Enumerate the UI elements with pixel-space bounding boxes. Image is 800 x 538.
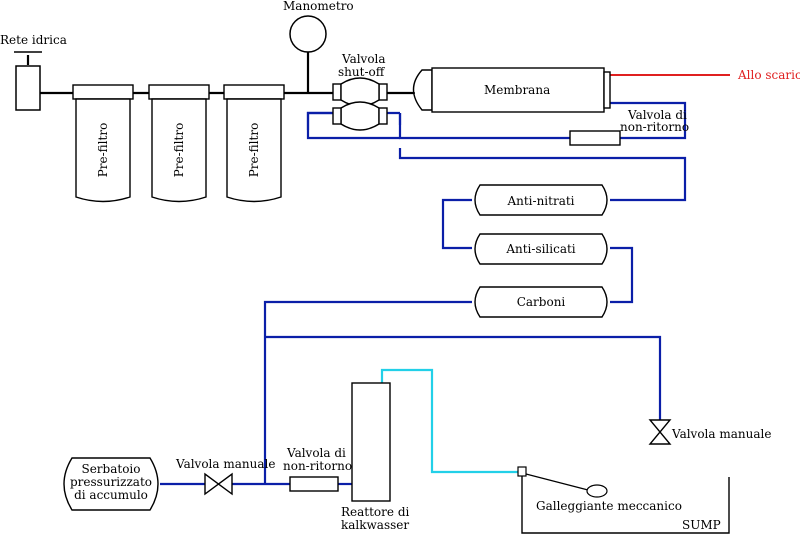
kalkwasser-reactor: Reattore di kalkwasser <box>341 382 409 532</box>
manual-valve-right-label: Valvola manuale <box>671 427 771 441</box>
pressure-gauge: Manometro <box>283 0 354 53</box>
shutoff-valve <box>332 77 388 131</box>
kalk-line <box>380 368 518 474</box>
manual-valve-right <box>648 419 672 445</box>
shutoff-blue-loop <box>306 111 400 140</box>
anti-nitrates-label: Anti-nitrati <box>506 194 574 208</box>
anti-nitrates-canister: Anti-nitrati <box>474 184 608 216</box>
storage-tank: Serbatoio pressurizzato di accumulo <box>63 457 159 511</box>
check-valve-bottom-label-2: non-ritorno <box>283 459 352 473</box>
float-valve <box>517 466 608 498</box>
tank-label-2: pressurizzato <box>70 475 152 489</box>
mains-label: Rete idrica <box>0 33 67 47</box>
prefilter-3-label: Pre-filtro <box>247 123 261 178</box>
carbon-canister: Carboni <box>474 286 608 318</box>
sump <box>521 470 730 534</box>
prefilter-2-label: Pre-filtro <box>172 123 186 178</box>
drain-label: Allo scarico <box>737 68 800 82</box>
manual-valve-bottom <box>204 472 233 496</box>
drain-line: Allo scarico <box>610 68 800 82</box>
float-valve-label: Galleggiante meccanico <box>536 499 682 513</box>
prefilter-2: Pre-filtro <box>148 84 210 203</box>
reactor-label-1: Reattore di <box>341 505 409 519</box>
membrane-label: Membrana <box>484 83 550 97</box>
prefilter-3: Pre-filtro <box>223 84 285 203</box>
sump-label: SUMP <box>682 518 721 532</box>
check-valve-top: Valvola di non-ritorno <box>569 108 689 146</box>
anti-silicates-canister: Anti-silicati <box>474 233 608 265</box>
tank-label-1: Serbatoio <box>81 462 140 476</box>
shutoff-label-2: shut-off <box>338 65 386 79</box>
prefilter-1: Pre-filtro <box>72 84 134 203</box>
check-valve-bottom: Valvola di non-ritorno <box>283 446 352 492</box>
check-valve-top-label-2: non-ritorno <box>620 120 689 134</box>
ro-membrane <box>408 67 611 113</box>
check-valve-top-label-1: Valvola di <box>627 108 687 122</box>
gauge-label: Manometro <box>283 0 354 13</box>
carbon-label: Carboni <box>517 295 566 309</box>
anti-silicates-label: Anti-silicati <box>505 242 575 256</box>
shutoff-label-1: Valvola <box>341 52 386 66</box>
check-valve-bottom-label-1: Valvola di <box>286 446 346 460</box>
manual-valve-bottom-label: Valvola manuale <box>175 457 275 471</box>
reactor-label-2: kalkwasser <box>341 518 409 532</box>
tank-label-3: di accumulo <box>74 488 148 502</box>
prefilter-1-label: Pre-filtro <box>96 123 110 178</box>
mains-tap <box>14 51 42 111</box>
